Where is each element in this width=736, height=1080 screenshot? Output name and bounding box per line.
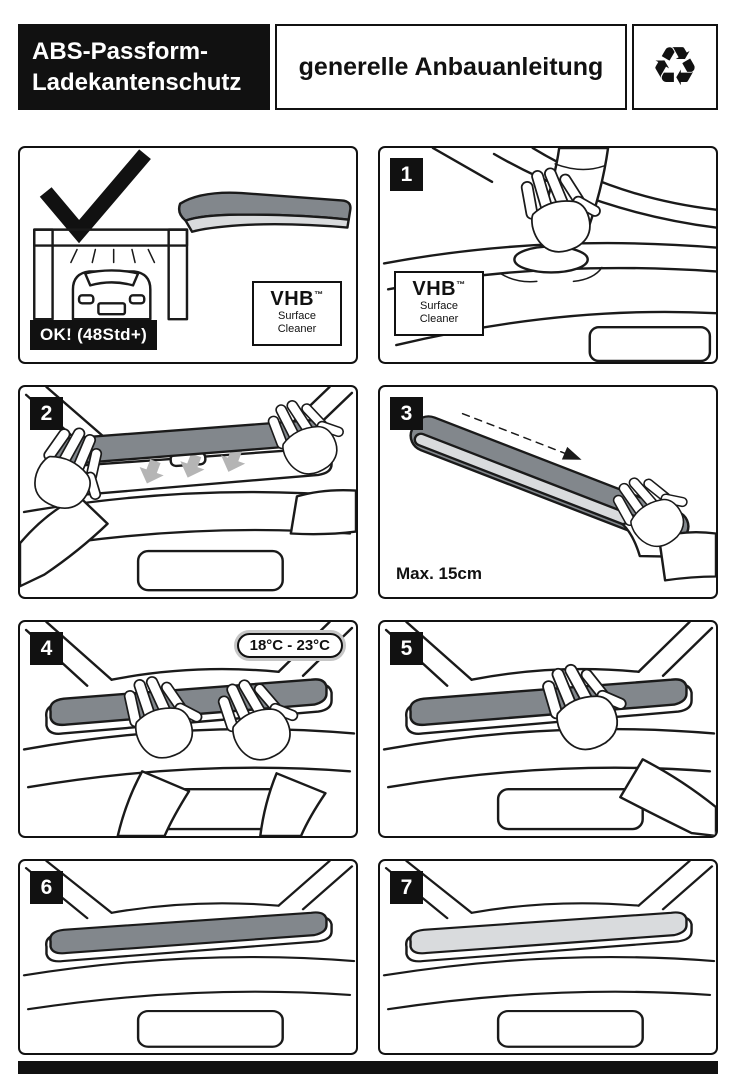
product-title: ABS-Passform- Ladekantenschutz (18, 24, 270, 110)
hand-icon (208, 662, 313, 770)
step-badge-3: 3 (390, 397, 423, 430)
arm-sleeve (259, 772, 327, 836)
hand-icon (115, 662, 215, 767)
arm-sleeve (116, 770, 191, 836)
arm-sleeve (619, 758, 716, 836)
step-badge-6: 6 (30, 871, 63, 904)
step-2-illustration (20, 387, 356, 592)
carwash-icon (33, 228, 189, 321)
vhb-sub1: Surface (420, 299, 458, 312)
vhb-cleaner-box: VHB™ Surface Cleaner (252, 280, 342, 346)
arm-sleeve (20, 495, 109, 588)
checkmark-icon (39, 149, 151, 244)
peel-direction-arrow (561, 446, 582, 460)
vhb-cleaner-box: VHB™ Surface Cleaner (394, 270, 484, 336)
ok-badge: OK! (48Std+) (30, 320, 158, 350)
arm-sleeve (289, 488, 356, 536)
page-header: ABS-Passform- Ladekantenschutz generelle… (18, 24, 718, 110)
step-4-illustration (22, 622, 356, 836)
vhb-brand: VHB™ (399, 278, 479, 300)
step-3-illustration (409, 412, 716, 582)
panel-step-2: 2 (18, 385, 358, 599)
vhb-sub2: Cleaner (419, 313, 459, 326)
product-title-line1: ABS-Passform- (32, 37, 209, 65)
panel-preparation: OK! (48Std+) VHB™ Surface Cleaner (18, 146, 358, 364)
hand-icon (532, 647, 641, 760)
liner-film (413, 432, 644, 531)
panel-step-6: 6 (18, 859, 358, 1055)
product-title-line2: Ladekantenschutz (32, 69, 242, 96)
steps-grid: OK! (48Std+) VHB™ Surface Cleaner 1 (18, 146, 718, 1055)
vhb-brand-text: VHB (412, 277, 457, 300)
step-7-illustration (382, 861, 716, 1048)
vhb-sub1: Surface (278, 309, 316, 322)
step-5-illustration (382, 622, 716, 836)
vhb-brand-text: VHB (270, 287, 315, 310)
vhb-brand: VHB™ (257, 288, 337, 310)
step-6-illustration (22, 861, 356, 1048)
vhb-trademark: ™ (314, 288, 324, 299)
step-1-illustration (382, 148, 716, 362)
footer-bar (18, 1061, 718, 1074)
step-badge-7: 7 (390, 871, 423, 904)
panel-step-7: 7 (378, 859, 718, 1055)
step-badge-2: 2 (30, 397, 63, 430)
temperature-badge: 18°C - 23°C (236, 633, 343, 658)
step-badge-5: 5 (390, 632, 423, 665)
panel-step-5: 5 (378, 620, 718, 838)
document-subtitle: generelle Anbauanleitung (275, 24, 627, 110)
preparation-illustration (33, 149, 352, 321)
vhb-sub2: Cleaner (277, 323, 317, 336)
step-badge-4: 4 (30, 632, 63, 665)
recycling-icon: ♻ (632, 24, 718, 110)
panel-step-3: 3 Max. 15cm (378, 385, 718, 599)
vhb-trademark: ™ (456, 278, 466, 289)
arm-sleeve (657, 531, 716, 582)
max-length-note: Max. 15cm (396, 564, 482, 583)
panel-step-4: 4 18°C - 23°C (18, 620, 358, 838)
product-strip-icon (177, 191, 352, 233)
step-badge-1: 1 (390, 158, 423, 191)
panel-step-1: 1 VHB™ Surface Cleaner (378, 146, 718, 364)
